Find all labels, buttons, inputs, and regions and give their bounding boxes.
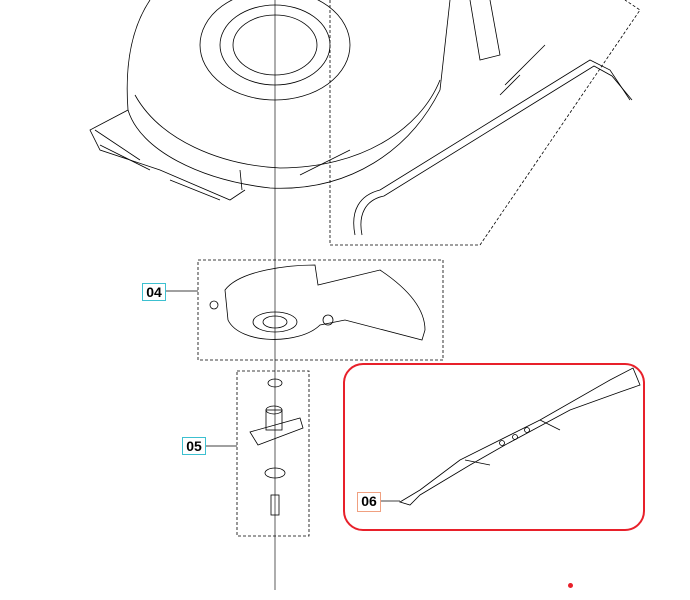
blade-drawing xyxy=(399,367,641,506)
callout-05[interactable]: 05 xyxy=(182,437,206,455)
callout-06[interactable]: 06 xyxy=(357,492,381,512)
handle-rod-drawing xyxy=(353,0,633,236)
mower-deck-drawing xyxy=(89,0,451,201)
callout-04[interactable]: 04 xyxy=(142,283,166,301)
adapter-group-outline xyxy=(236,370,310,537)
selected-part-highlight xyxy=(343,363,645,531)
adapter-parts-drawing xyxy=(249,378,304,516)
chute-cover-drawing xyxy=(209,264,426,341)
chute-cover-group-outline xyxy=(197,259,444,361)
marker-dot xyxy=(568,583,573,588)
handle-group-outline xyxy=(329,0,641,246)
